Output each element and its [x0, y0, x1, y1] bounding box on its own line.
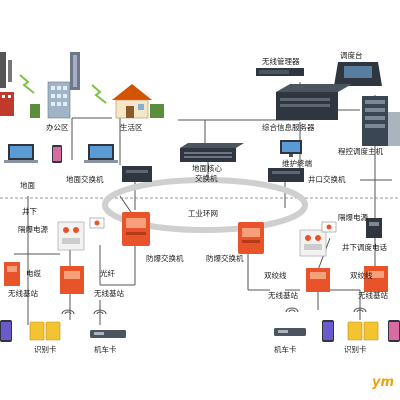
id-card-icon — [29, 321, 61, 341]
locomotive-card-icon — [274, 328, 306, 336]
pbx-label: 程控调度主机 — [338, 147, 383, 156]
base-station-icon — [60, 266, 84, 294]
smartphone-icon — [52, 145, 62, 163]
laptop-icon — [84, 144, 118, 163]
dispatch-console-label: 调度台 — [340, 51, 363, 60]
explosion-power-icon — [299, 229, 327, 257]
office-area-label: 办公区 — [46, 123, 69, 132]
base-station-icon — [306, 268, 330, 292]
cable-label: 电缆 — [26, 269, 41, 278]
downhole-phone-icon — [366, 218, 382, 238]
maintenance-terminal-label: 维护终端 — [282, 159, 312, 168]
ground-switch-label: 地面交换机 — [66, 175, 104, 184]
wifi-signal-icon — [61, 307, 367, 315]
dispatch-console-icon — [334, 62, 382, 86]
downhole-phone-label: 井下调度电话 — [342, 243, 387, 252]
smartphone-icon — [322, 320, 334, 342]
base-station-icon — [364, 266, 388, 292]
base-station-label-1: 无线基站 — [8, 289, 38, 298]
smartphone-icon — [388, 320, 400, 342]
well-switch-label: 井口交换机 — [308, 175, 346, 184]
industrial-ring-label: 工业环网 — [188, 209, 218, 218]
wireless-manager-device-icon — [256, 68, 304, 76]
smartphone-icon — [0, 320, 12, 342]
explosion-power-right-label: 隔爆电源 — [338, 213, 368, 222]
underground-label: 井下 — [22, 207, 37, 216]
locomotive-card-icon — [90, 330, 126, 338]
locomotive-card-left-label: 机车卡 — [94, 345, 117, 354]
integrated-server-icon — [276, 84, 352, 120]
base-station-label-2: 无线基站 — [94, 289, 124, 298]
base-station-label-3: 无线基站 — [268, 291, 298, 300]
base-station-label-4: 无线基站 — [358, 291, 388, 300]
ground-switch-icon — [122, 166, 152, 182]
explosion-switch-right-label: 防爆交换机 — [206, 254, 244, 263]
house-icon — [112, 84, 164, 119]
living-area-label: 生活区 — [120, 123, 143, 132]
integrated-server-label: 综合信息服务器 — [262, 123, 315, 132]
dual-twisted-right-label: 双绞线 — [350, 271, 373, 280]
sensor-icon — [321, 221, 337, 233]
antenna-tower-icon — [70, 52, 80, 90]
antenna-tower-icon — [0, 52, 12, 88]
fiber-label: 光纤 — [100, 269, 115, 278]
industrial-ring — [102, 177, 308, 233]
sensor-icon — [89, 217, 105, 229]
well-switch-icon — [268, 168, 304, 182]
explosion-switch-icon — [238, 222, 264, 254]
pbx-cabinet-icon — [362, 96, 400, 146]
core-switch-label-1: 地面核心 — [192, 164, 222, 173]
explosion-switch-left-label: 防爆交换机 — [146, 254, 184, 263]
building-icon — [0, 92, 14, 116]
id-card-right-label: 识别卡 — [344, 345, 367, 354]
laptop-icon — [4, 144, 38, 163]
wireless-manager-label: 无线管理器 — [262, 57, 300, 66]
watermark-text: ym — [372, 375, 395, 390]
explosion-power-icon — [57, 221, 85, 251]
dual-twisted-left-label: 双绞线 — [264, 271, 287, 280]
id-card-left-label: 识别卡 — [34, 345, 57, 354]
base-station-icon — [4, 262, 20, 286]
office-building-icon — [30, 81, 71, 119]
id-card-icon — [347, 321, 379, 341]
core-switch-label-2: 交换机 — [195, 174, 218, 183]
ground-label: 地面 — [20, 181, 35, 190]
core-switch-icon — [180, 143, 244, 162]
locomotive-card-right-label: 机车卡 — [274, 345, 297, 354]
explosion-switch-icon — [122, 212, 150, 246]
maintenance-terminal-icon — [280, 140, 302, 157]
explosion-power-left-label: 隔爆电源 — [18, 225, 48, 234]
signal-zigzags — [19, 74, 107, 104]
